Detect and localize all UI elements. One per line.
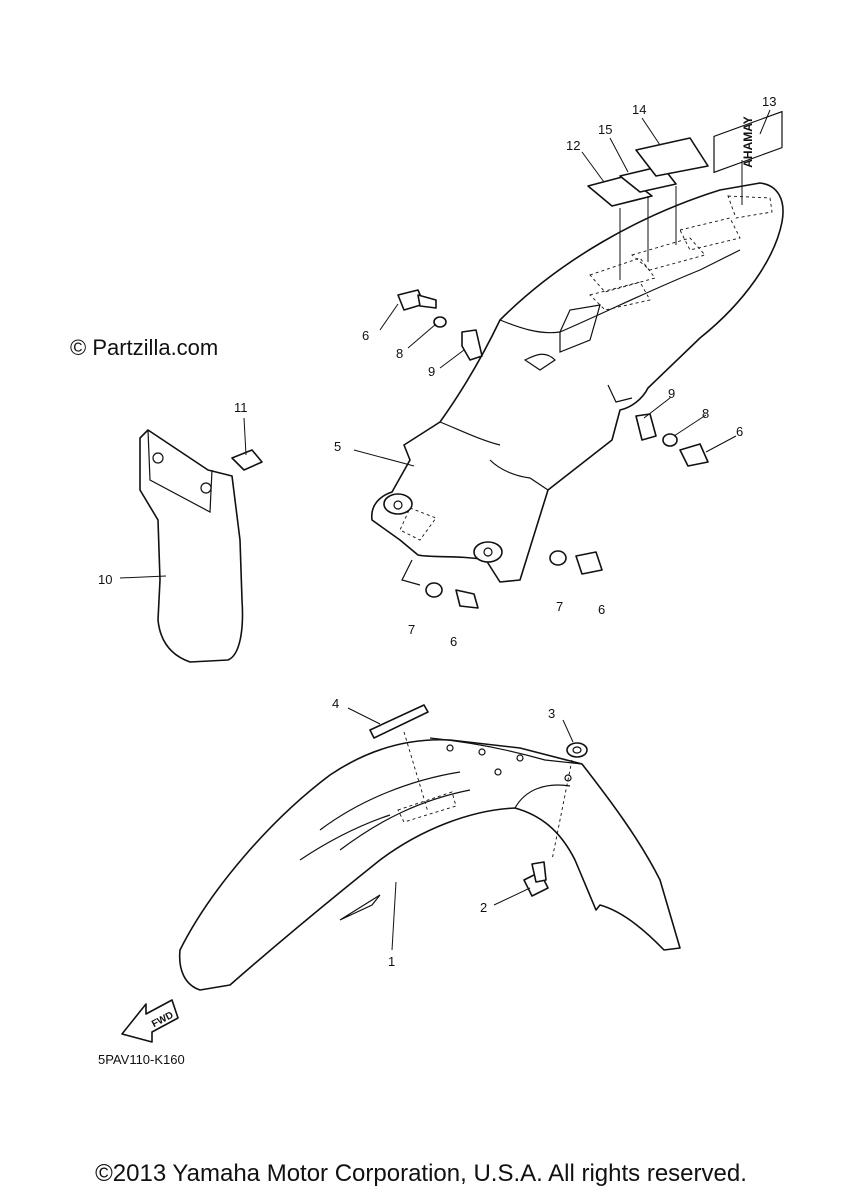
callout-6a: 6 xyxy=(362,328,369,343)
callout-12: 12 xyxy=(566,138,580,153)
front-fender xyxy=(178,737,681,991)
front-fender-decal xyxy=(369,704,429,739)
rear-fender xyxy=(370,182,784,586)
yamaha-decal: YAMAHA xyxy=(713,110,783,174)
callout-10: 10 xyxy=(98,572,112,587)
callout-4: 4 xyxy=(332,696,339,711)
callout-13: 13 xyxy=(762,94,776,109)
callout-8a: 8 xyxy=(396,346,403,361)
copyright-notice: ©2013 Yamaha Motor Corporation, U.S.A. A… xyxy=(95,1160,747,1187)
yamaha-decal-text: YAMAHA xyxy=(741,116,755,168)
front-fender-hardware xyxy=(523,742,588,897)
callout-9a: 9 xyxy=(428,364,435,379)
catalog-number: 5PAV110-K160 xyxy=(98,1052,185,1067)
callout-6b: 6 xyxy=(736,424,743,439)
callout-9b: 9 xyxy=(668,386,675,401)
callout-numbers: 1 2 3 4 5 6 6 6 6 7 7 8 8 9 9 10 11 12 1… xyxy=(98,94,776,969)
callout-6d: 6 xyxy=(450,634,457,649)
callout-leaders xyxy=(119,109,771,951)
callout-7a: 7 xyxy=(556,599,563,614)
callout-8b: 8 xyxy=(702,406,709,421)
fwd-arrow: FWD xyxy=(121,999,179,1043)
callout-5: 5 xyxy=(334,439,341,454)
watermark-text: © Partzilla.com xyxy=(70,335,218,360)
callout-7b: 7 xyxy=(408,622,415,637)
rear-fender-hardware xyxy=(397,289,709,609)
mud-flap xyxy=(139,429,263,663)
callout-6c: 6 xyxy=(598,602,605,617)
callout-2: 2 xyxy=(480,900,487,915)
callout-14: 14 xyxy=(632,102,646,117)
callout-3: 3 xyxy=(548,706,555,721)
fender-decals xyxy=(587,137,709,280)
callout-11: 11 xyxy=(234,400,248,415)
callout-1: 1 xyxy=(388,954,395,969)
callout-15: 15 xyxy=(598,122,612,137)
exploded-view-drawing: © Partzilla.com YAMAHA xyxy=(70,94,784,1067)
